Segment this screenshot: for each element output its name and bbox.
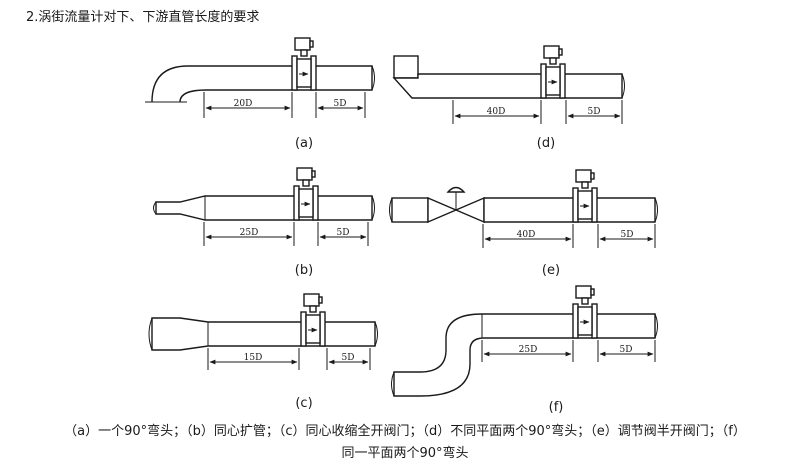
figure-e (389, 170, 658, 248)
dim-d-upstream: 40D (487, 107, 506, 117)
label-f: (f) (549, 400, 564, 415)
dim-c-upstream: 15D (244, 353, 263, 363)
dim-a-downstream: 5D (334, 99, 347, 109)
label-c: (c) (295, 396, 312, 411)
dim-f-upstream: 25D (519, 345, 538, 355)
figure-d (392, 46, 625, 124)
figure-a (145, 38, 375, 118)
page-heading: 2.涡街流量计对下、下游直管长度的要求 (26, 10, 260, 25)
dim-b-upstream: 25D (240, 228, 259, 238)
figure-b (153, 168, 375, 246)
dim-e-upstream: 40D (517, 230, 536, 240)
label-b: (b) (295, 263, 313, 278)
dim-a-upstream: 20D (234, 99, 253, 109)
dim-f-downstream: 5D (620, 345, 633, 355)
label-a: (a) (295, 136, 313, 151)
label-e: (e) (542, 263, 560, 278)
figure-f (391, 286, 658, 397)
dim-e-downstream: 5D (621, 230, 634, 240)
dim-b-downstream: 5D (337, 228, 350, 238)
dim-d-downstream: 5D (588, 107, 601, 117)
figure-c (148, 294, 378, 370)
label-d: (d) (537, 136, 555, 151)
caption-line-1: （a）一个90°弯头；（b）同心扩管；（c）同心收缩全开阀门；（d）不同平面两个… (64, 424, 746, 439)
dim-c-downstream: 5D (342, 353, 355, 363)
caption-line-2: 同一平面两个90°弯头 (341, 446, 469, 461)
